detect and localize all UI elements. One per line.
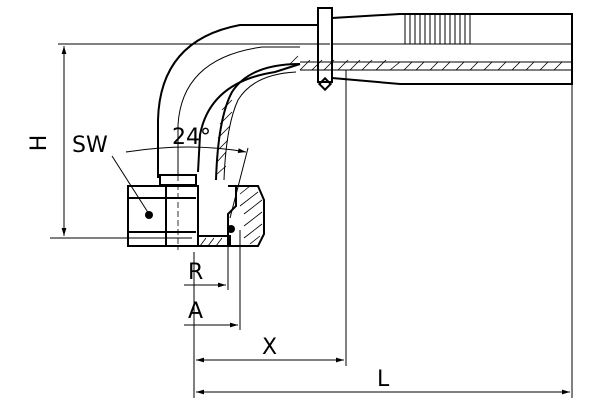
label-A: A <box>188 299 203 324</box>
bend-section <box>215 63 301 181</box>
dimension-H: H <box>27 43 330 239</box>
nut-outline <box>127 185 199 247</box>
o-ring-symbol <box>317 76 333 92</box>
label-R: R <box>188 260 203 285</box>
label-SW: SW <box>72 133 108 158</box>
label-L: L <box>377 367 390 392</box>
dimension-A: A <box>184 230 241 330</box>
label-X: X <box>262 335 277 360</box>
dimension-R: R <box>184 246 229 290</box>
hose-tail <box>157 7 573 178</box>
tail-collar <box>317 7 333 83</box>
seal-dot-left <box>145 211 153 219</box>
tail-section-hatch <box>289 55 563 71</box>
label-angle: 24° <box>172 125 211 150</box>
dimension-L: L <box>196 84 573 398</box>
swivel-nut <box>127 174 265 247</box>
dimension-SW: SW <box>72 133 150 215</box>
ferrule-serrations <box>404 14 471 44</box>
seal-dot-right <box>227 225 235 233</box>
dimension-angle: 24° <box>125 125 249 219</box>
dimension-X: X <box>193 70 347 398</box>
label-H: H <box>27 135 52 152</box>
